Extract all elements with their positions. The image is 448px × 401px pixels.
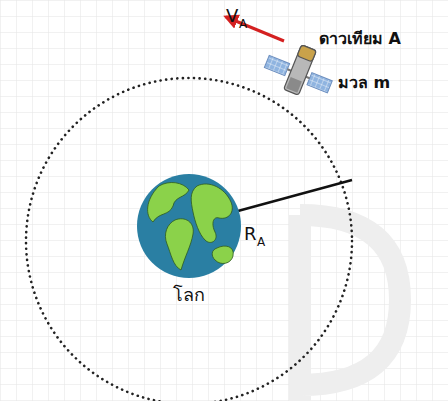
velocity-subscript: A	[239, 18, 247, 31]
watermark-shape	[300, 215, 400, 401]
mass-label: มวล m	[338, 74, 390, 92]
earth-circle: โลก	[136, 173, 242, 279]
satellite-label: ดาวเทียม A	[319, 30, 401, 48]
orbit-path	[26, 78, 352, 401]
radius-symbol: R	[244, 224, 257, 244]
earth-drawing	[136, 173, 242, 279]
radius-subscript: A	[257, 236, 265, 249]
node-label: โลก	[173, 285, 205, 305]
velocity-symbol: V	[226, 6, 238, 26]
